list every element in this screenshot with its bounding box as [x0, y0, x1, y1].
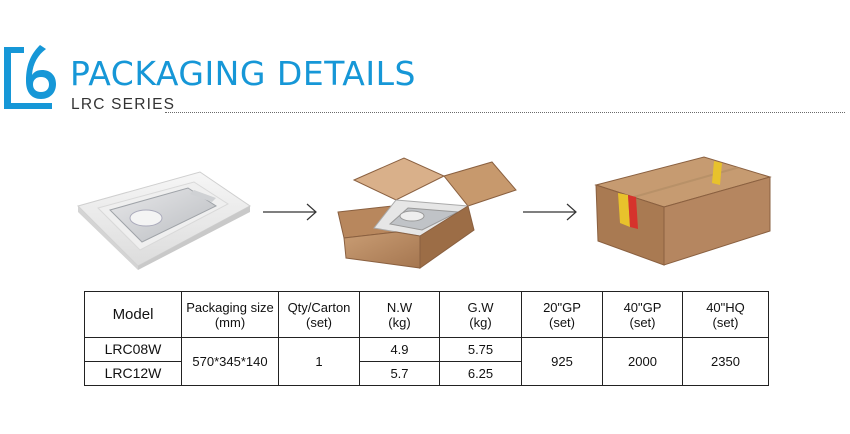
table-header-row: Model Packaging size(mm) Qty/Carton(set)… [84, 291, 769, 338]
header-cell: 20"GP(set) [521, 291, 603, 338]
header-cell: N.W(kg) [359, 291, 440, 338]
header-cell: 40"HQ(set) [682, 291, 769, 338]
net-weight-cell: 5.7 [359, 361, 440, 386]
header-cell: Qty/Carton(set) [278, 291, 360, 338]
table-row: LRC12W 5.7 6.25 [84, 361, 769, 386]
gp20-cell: 925 [521, 337, 603, 386]
series-subtitle: LRC SERIES [71, 96, 176, 113]
gross-weight-cell: 6.25 [439, 361, 522, 386]
packaging-table: Model Packaging size(mm) Qty/Carton(set)… [84, 291, 769, 386]
header-cell: Model [84, 291, 182, 338]
product-in-foam-tray [77, 171, 251, 270]
page-title: PACKAGING DETAILS [70, 54, 416, 93]
gp40-cell: 2000 [602, 337, 683, 386]
arrow-right-icon [523, 203, 577, 221]
svg-text:6: 6 [2, 43, 3, 44]
net-weight-cell: 4.9 [359, 337, 440, 362]
header-cell: G.W(kg) [439, 291, 522, 338]
open-carton-box [337, 157, 517, 269]
dotted-divider [165, 112, 845, 113]
arrow-right-icon [263, 203, 317, 221]
packaging-size-cell: 570*345*140 [181, 337, 279, 386]
brand-logo: 6 [2, 43, 56, 109]
sealed-carton-box [594, 156, 772, 266]
header-cell: Packaging size(mm) [181, 291, 279, 338]
model-cell: LRC08W [84, 337, 182, 362]
model-cell: LRC12W [84, 361, 182, 386]
table-row: LRC08W 570*345*140 1 4.9 5.75 925 2000 2… [84, 337, 769, 386]
qty-carton-cell: 1 [278, 337, 360, 386]
gross-weight-cell: 5.75 [439, 337, 522, 362]
hq40-cell: 2350 [682, 337, 769, 386]
header-cell: 40"GP(set) [602, 291, 683, 338]
